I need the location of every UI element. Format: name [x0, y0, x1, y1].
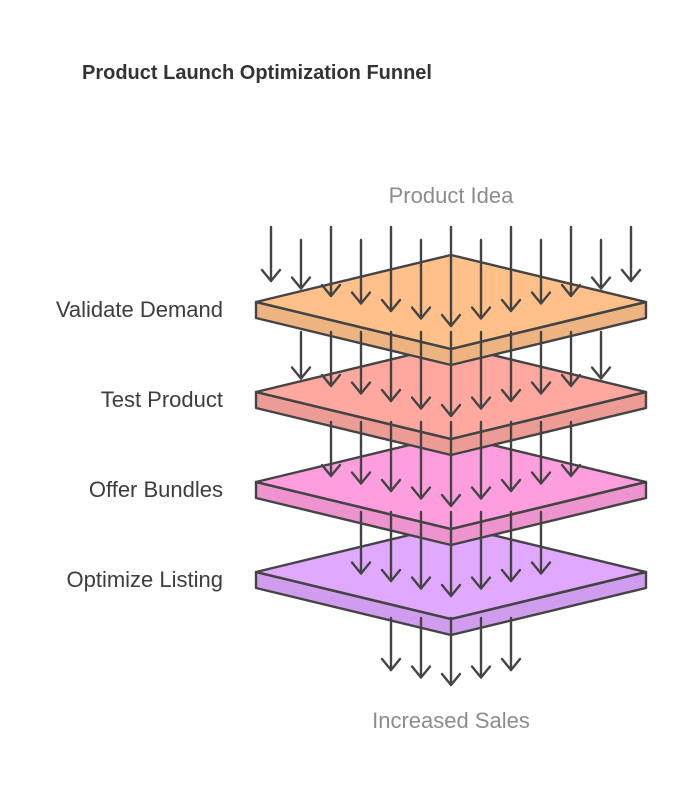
flow-arrow — [350, 420, 372, 485]
flow-arrow — [380, 420, 402, 493]
output-arrow — [440, 616, 462, 687]
stage-label-optimize-listing: Optimize Listing — [66, 567, 223, 592]
flow-arrow — [440, 330, 462, 418]
input-arrow — [260, 225, 282, 283]
flow-arrow — [410, 510, 432, 590]
input-arrow — [350, 238, 372, 305]
input-caption: Product Idea — [388, 183, 514, 208]
stage-label-test-product: Test Product — [100, 387, 223, 412]
flow-arrow — [320, 330, 342, 388]
flow-arrow — [350, 510, 372, 575]
flow-arrow — [380, 510, 402, 583]
input-arrow — [500, 225, 522, 313]
flow-arrow — [470, 510, 492, 590]
flow-arrow — [350, 330, 372, 395]
flow-arrow — [560, 330, 582, 388]
input-arrow — [560, 225, 582, 298]
flow-arrow — [440, 420, 462, 508]
input-arrow — [290, 238, 312, 290]
flow-arrow — [500, 420, 522, 493]
input-arrow — [620, 225, 642, 283]
flow-arrow — [290, 330, 312, 380]
flow-arrow — [500, 510, 522, 583]
output-arrow — [410, 616, 432, 679]
flow-arrow — [560, 420, 582, 478]
flow-arrow — [470, 420, 492, 500]
output-caption: Increased Sales — [372, 708, 530, 733]
input-arrow — [410, 238, 432, 320]
output-arrow — [470, 616, 492, 679]
input-arrow — [530, 238, 552, 305]
flow-arrow — [590, 330, 612, 380]
flow-arrow — [380, 330, 402, 403]
input-arrow — [440, 225, 462, 328]
flow-arrow — [500, 330, 522, 403]
input-arrow — [590, 238, 612, 290]
flow-arrow — [440, 510, 462, 598]
stage-label-offer-bundles: Offer Bundles — [88, 477, 223, 502]
flow-arrow — [320, 420, 342, 478]
flow-arrow — [530, 420, 552, 485]
flow-arrow — [410, 420, 432, 500]
flow-arrow — [530, 510, 552, 575]
output-arrow — [500, 616, 522, 672]
input-arrow — [470, 238, 492, 320]
input-arrow — [380, 225, 402, 313]
flow-arrow — [470, 330, 492, 410]
diagram-title: Product Launch Optimization Funnel — [82, 62, 432, 84]
stage-label-validate-demand: Validate Demand — [55, 297, 223, 322]
flow-arrow — [410, 330, 432, 410]
flow-arrow — [530, 330, 552, 395]
input-arrow — [320, 225, 342, 298]
output-arrow — [380, 616, 402, 672]
